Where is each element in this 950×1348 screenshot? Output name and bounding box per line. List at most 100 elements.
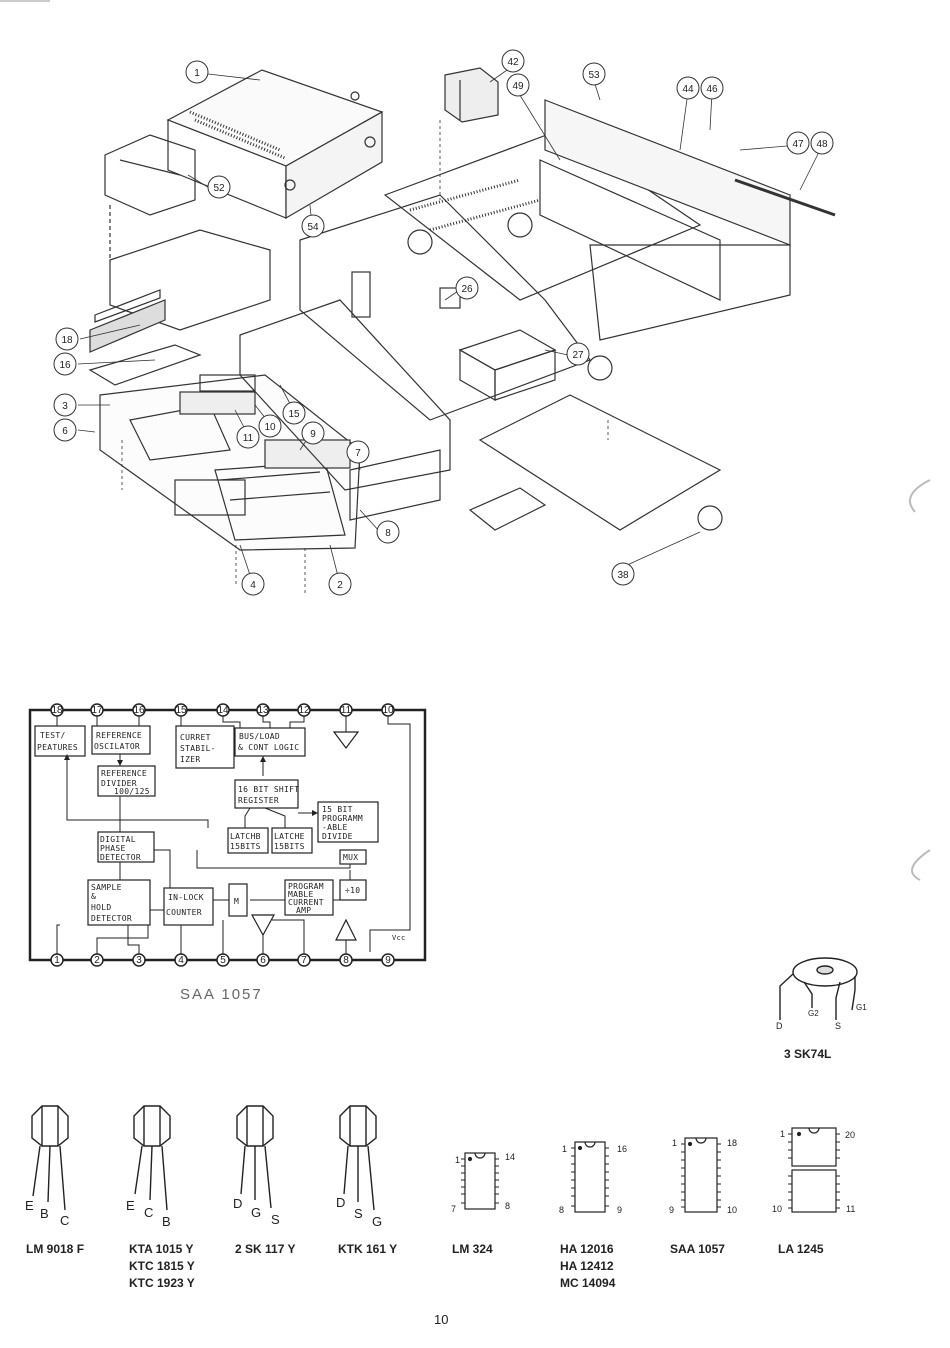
- ha12016-pin-bl: 8: [559, 1205, 564, 1215]
- svg-text:9: 9: [310, 429, 316, 440]
- svg-text:1: 1: [54, 955, 60, 966]
- bus-load-line-2: & CONT LOGIC: [238, 743, 299, 752]
- transistor-ktk161: D S G: [328, 1098, 398, 1232]
- current-stabilizer-block: [175, 725, 235, 769]
- callout-26: 26: [455, 276, 479, 300]
- kta1015-label-2: KTC 1815 Y: [129, 1259, 195, 1273]
- svg-text:3: 3: [62, 401, 68, 412]
- svg-text:49: 49: [512, 81, 524, 92]
- shift-reg-line-2: REGISTER: [238, 796, 279, 805]
- lm9018-label: LM 9018 F: [26, 1242, 85, 1256]
- svg-text:13: 13: [257, 705, 269, 716]
- pin-15: 15: [174, 703, 188, 717]
- svg-text:44: 44: [682, 84, 694, 95]
- callout-54: 54: [301, 214, 325, 238]
- amp-triangle-top: [332, 731, 360, 749]
- svg-text:14: 14: [217, 705, 229, 716]
- ic-ha12016: 1 16 8 9: [555, 1138, 640, 1223]
- ic-body-lower: [791, 1169, 837, 1213]
- svg-text:1: 1: [194, 68, 200, 79]
- kta1015-lead-e: E: [126, 1198, 135, 1213]
- inlock-counter-block: [163, 887, 214, 926]
- ref-oscillator-block: [91, 725, 151, 755]
- ic-body: [464, 1152, 496, 1210]
- callout-48: 48: [810, 131, 834, 155]
- callout-16: 16: [53, 352, 77, 376]
- ha12016-pin-tl: 1: [562, 1144, 567, 1154]
- foot-4: [697, 505, 723, 531]
- div10-label: ÷10: [345, 886, 360, 895]
- svg-text:54: 54: [307, 222, 319, 233]
- window-panel: [89, 289, 166, 353]
- shift-register-block: [234, 779, 299, 809]
- svg-text:16: 16: [59, 360, 71, 371]
- svg-text:5: 5: [220, 955, 226, 966]
- ktk161-label: KTK 161 Y: [338, 1242, 398, 1256]
- transistor-body: [339, 1105, 377, 1211]
- svg-text:8: 8: [343, 955, 349, 966]
- amp-triangle-mid: [250, 914, 276, 937]
- svg-text:7: 7: [301, 955, 307, 966]
- latch-a-line-2: 15BITS: [230, 842, 261, 851]
- power-cord: [734, 178, 836, 217]
- mux-block: [339, 849, 367, 865]
- pin-2: 2: [90, 953, 104, 967]
- ic-pins: [571, 1147, 609, 1207]
- fet-lead-d: D: [776, 1021, 783, 1031]
- phase-detector-block: [97, 831, 155, 863]
- pin-6: 6: [256, 953, 270, 967]
- ha12016-label-2: HA 12412: [560, 1259, 614, 1273]
- pin-3: 3: [132, 953, 146, 967]
- svg-text:27: 27: [572, 350, 584, 361]
- callout-4: 4: [241, 572, 265, 596]
- arrows: [64, 754, 318, 816]
- transistor-body: [133, 1105, 171, 1211]
- svg-text:7: 7: [355, 448, 361, 459]
- fet-lead-g1: G1: [856, 1003, 867, 1012]
- callout-1: 1: [185, 60, 209, 84]
- callout-3: 3: [53, 393, 77, 417]
- svg-text:38: 38: [617, 570, 629, 581]
- sample-line-2: &: [91, 892, 96, 901]
- callout-9: 9: [301, 421, 325, 445]
- exploded-view-drawing: 1 42 49 53 44 46 47 48 52 54 26 18 16 27…: [53, 49, 836, 596]
- svg-text:52: 52: [213, 183, 225, 194]
- ic-pins: [461, 1158, 499, 1204]
- transformer: [444, 67, 499, 123]
- svg-text:26: 26: [461, 284, 473, 295]
- pca-line-4: AMP: [296, 906, 311, 915]
- ref-div-line-3: 100/125: [114, 787, 150, 796]
- la1245-pin-bl: 10: [772, 1204, 782, 1214]
- pin-1: 1: [50, 953, 64, 967]
- latch-a-block: [227, 827, 269, 854]
- page-number: 10: [434, 1312, 449, 1327]
- cur-stab-line-2: STABIL-: [180, 744, 216, 753]
- svg-text:6: 6: [260, 955, 266, 966]
- pin-10: 10: [381, 703, 395, 717]
- lm9018-lead-e: E: [25, 1198, 34, 1213]
- transistor-2sk117: D G S: [225, 1098, 295, 1232]
- ref-osc-line-1: REFERENCE: [96, 731, 142, 740]
- inlock-line-1: IN-LOCK: [168, 893, 204, 902]
- kta1015-label-1: KTA 1015 Y: [129, 1242, 194, 1256]
- ref-divider-block: [97, 765, 156, 797]
- transistor-body: [31, 1105, 69, 1211]
- lm324-pin-br: 8: [505, 1201, 510, 1211]
- power-box: [458, 329, 557, 402]
- ic-body: [684, 1137, 718, 1213]
- block-diagram: 18 17 16 15 14 13 12 11 10 1 2 3 4 5 6 7…: [0, 690, 440, 980]
- svg-text:18: 18: [61, 335, 73, 346]
- svg-text:12: 12: [298, 705, 310, 716]
- ktk161-lead-d: D: [336, 1195, 345, 1210]
- ref-div-line-2: DIVIDER: [101, 779, 137, 788]
- pin-17: 17: [90, 703, 104, 717]
- ic-pins: [788, 1133, 840, 1209]
- lm324-pin-tl: 1: [455, 1155, 460, 1165]
- cur-stab-line-1: CURRET: [180, 733, 211, 742]
- pin-11: 11: [339, 703, 353, 717]
- callout-53: 53: [582, 62, 606, 86]
- pin-16: 16: [132, 703, 146, 717]
- latch-b-line-1: LATCHE: [274, 832, 305, 841]
- m-block: [228, 883, 248, 917]
- ha12016-pin-br: 9: [617, 1205, 622, 1215]
